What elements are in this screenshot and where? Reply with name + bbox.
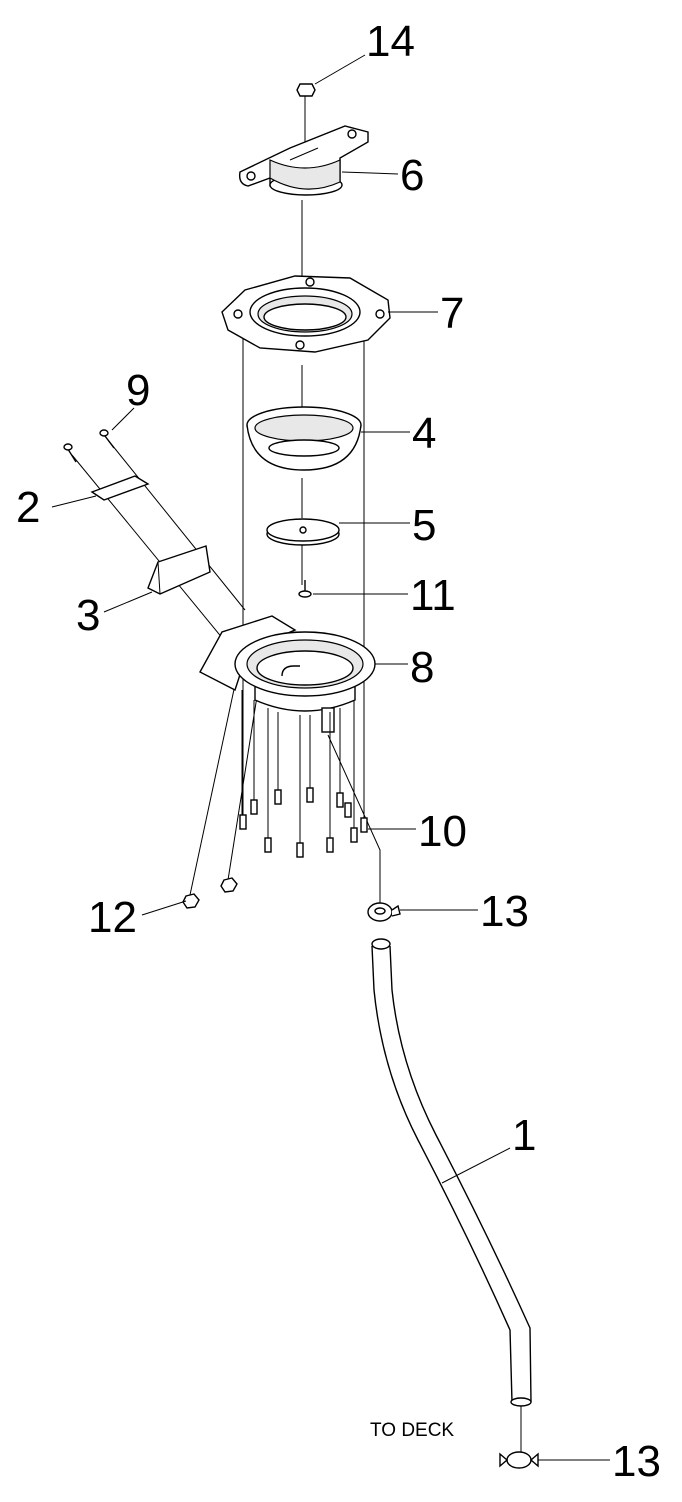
callout-8: 8 [410, 643, 434, 692]
callout-9: 9 [126, 366, 150, 415]
part-5-disk [266, 518, 340, 546]
to-deck-label: TO DECK [370, 1420, 454, 1441]
part-11-screw [298, 580, 312, 598]
callout-5: 5 [412, 501, 436, 550]
callout-4: 4 [412, 409, 436, 458]
callout-6: 6 [400, 151, 424, 200]
part-13-clamp-upper [367, 902, 401, 922]
callout-11: 11 [410, 571, 456, 620]
callout-leaders [51, 54, 610, 1461]
part-3-bracket [147, 545, 211, 595]
part-2-plate [90, 475, 150, 501]
part-12-nuts [182, 877, 238, 909]
callout-3: 3 [76, 591, 100, 640]
callout-1: 1 [512, 1111, 536, 1160]
part-1-hose [371, 938, 532, 1407]
part-4-cup [246, 406, 362, 471]
part-9-screws [63, 429, 115, 463]
part-10-screws [239, 787, 368, 858]
assembly-lines [71, 200, 522, 1455]
callout-14: 14 [366, 17, 415, 66]
callout-12: 12 [88, 893, 137, 942]
callout-13-upper: 13 [480, 887, 529, 936]
part-13-clamp-lower [499, 1451, 539, 1469]
callout-7: 7 [440, 289, 464, 338]
callout-10: 10 [418, 807, 467, 856]
callout-numbers: 14 6 7 9 4 2 5 11 3 8 10 12 13 1 13 TO D… [16, 17, 661, 1486]
part-6-clamp [238, 125, 369, 196]
part-7-flange [221, 275, 391, 353]
part-8-base [199, 615, 376, 845]
part-14-nut [296, 83, 316, 150]
callout-2: 2 [16, 483, 40, 532]
callout-13-lower: 13 [612, 1437, 661, 1486]
